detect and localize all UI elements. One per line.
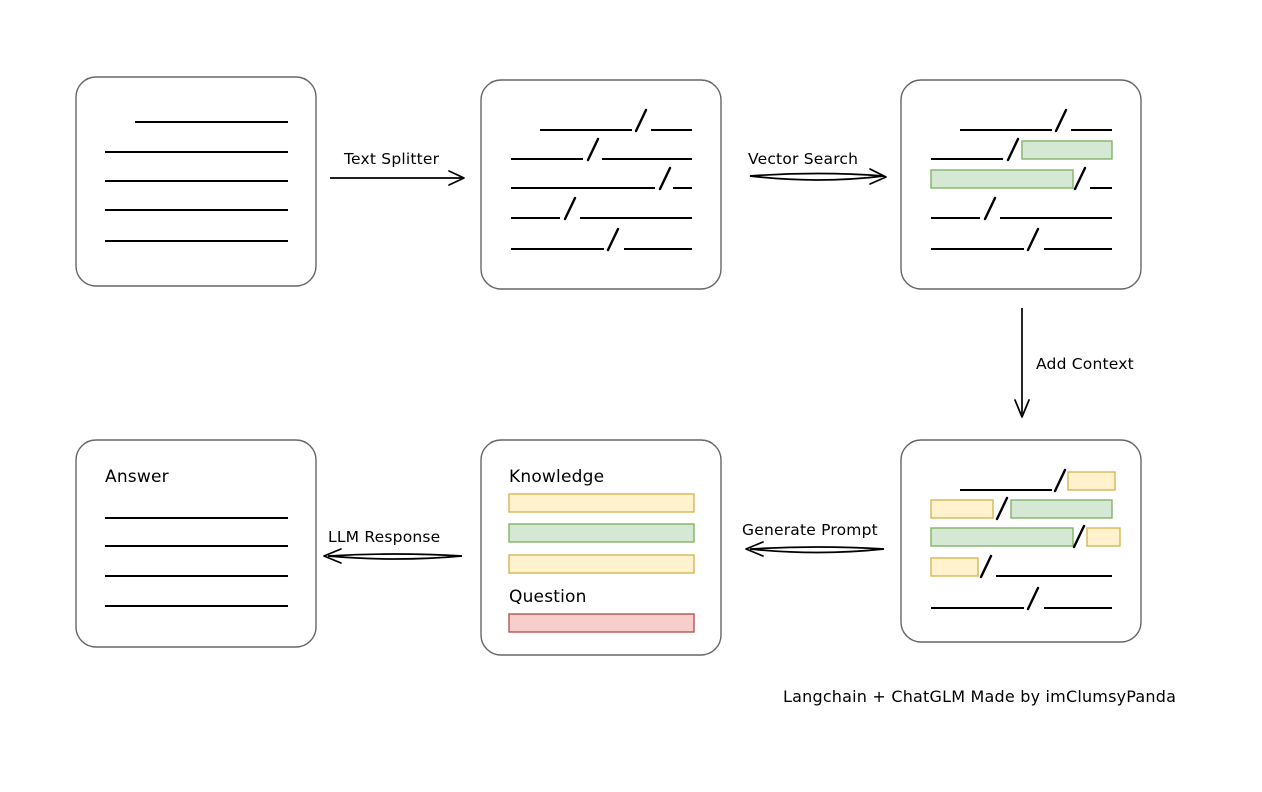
card-title-answer: Answer bbox=[105, 467, 169, 487]
slash-separator-matched-chunks-r1 bbox=[1054, 108, 1068, 133]
arrowhead-icon-generate-prompt bbox=[745, 541, 764, 557]
card-matched-chunks[interactable] bbox=[900, 79, 1142, 290]
slash-separator-split-chunks-r2 bbox=[586, 137, 600, 162]
slash-separator-context-chunks-r3 bbox=[1072, 524, 1086, 549]
arrowhead-icon-vector-search bbox=[869, 168, 887, 185]
edge-label-generate-prompt: Generate Prompt bbox=[742, 521, 878, 539]
prompt-bar-knowledge-bar-3 bbox=[508, 554, 695, 574]
prompt-bar-knowledge-bar-1 bbox=[508, 493, 695, 513]
edge-shaft-generate-prompt bbox=[749, 546, 885, 554]
card-outline-split-chunks bbox=[480, 79, 722, 290]
edge-label-vector-search: Vector Search bbox=[748, 150, 858, 168]
section-label-knowledge: Knowledge bbox=[509, 467, 604, 487]
slash-separator-context-chunks-r1 bbox=[1053, 468, 1067, 493]
footer-credit: Langchain + ChatGLM Made by imClumsyPand… bbox=[783, 687, 1176, 706]
chunk-block-green-context-chunks-r3 bbox=[930, 527, 1074, 547]
chunk-block-yellow-context-chunks-r4 bbox=[930, 557, 979, 577]
chunk-block-yellow-context-chunks-r1 bbox=[1067, 471, 1116, 491]
slash-separator-context-chunks-r5 bbox=[1026, 586, 1040, 611]
edge-vector-search: Vector Search bbox=[748, 150, 887, 185]
chunk-block-green-context-chunks-r2 bbox=[1010, 499, 1113, 519]
edge-shaft-llm-response bbox=[327, 553, 463, 560]
chunk-block-green-matched-chunks-r2 bbox=[1021, 140, 1113, 160]
edge-label-llm-response: LLM Response bbox=[328, 528, 440, 546]
edge-shaft-vector-search bbox=[749, 172, 885, 181]
section-label-question: Question bbox=[509, 587, 587, 607]
slash-separator-split-chunks-r3 bbox=[658, 166, 672, 191]
slash-separator-matched-chunks-r4 bbox=[983, 196, 997, 221]
slash-separator-split-chunks-r4 bbox=[563, 196, 577, 221]
slash-separator-split-chunks-r1 bbox=[634, 108, 648, 133]
card-source-document[interactable] bbox=[75, 76, 317, 287]
card-answer[interactable]: Answer bbox=[75, 439, 317, 648]
prompt-bar-knowledge-bar-2 bbox=[508, 523, 695, 543]
card-outline-answer bbox=[75, 439, 317, 648]
slash-separator-matched-chunks-r5 bbox=[1026, 227, 1040, 252]
chunk-block-yellow-context-chunks-r3 bbox=[1086, 527, 1121, 547]
arrowhead-icon-text-splitter bbox=[448, 170, 465, 186]
slash-separator-matched-chunks-r2 bbox=[1006, 137, 1020, 162]
card-split-chunks[interactable] bbox=[480, 79, 722, 290]
edge-add-context: Add Context bbox=[1014, 308, 1134, 418]
edge-label-text-splitter: Text Splitter bbox=[343, 150, 440, 168]
arrowhead-icon-add-context bbox=[1014, 399, 1030, 418]
edge-label-add-context: Add Context bbox=[1036, 355, 1134, 373]
slash-separator-context-chunks-r2 bbox=[995, 496, 1009, 521]
edge-text-splitter: Text Splitter bbox=[330, 150, 465, 186]
edge-llm-response: LLM Response bbox=[323, 528, 463, 564]
prompt-bar-question-bar-1 bbox=[508, 613, 695, 633]
chunk-block-yellow-context-chunks-r2 bbox=[930, 499, 994, 519]
card-context-chunks[interactable] bbox=[900, 439, 1142, 643]
slash-separator-matched-chunks-r3 bbox=[1073, 166, 1087, 191]
slash-separator-split-chunks-r5 bbox=[606, 227, 620, 252]
arrowhead-icon-llm-response bbox=[323, 548, 342, 564]
chunk-block-green-matched-chunks-r3 bbox=[930, 169, 1074, 189]
edge-generate-prompt: Generate Prompt bbox=[742, 521, 885, 557]
slash-separator-context-chunks-r4 bbox=[979, 554, 993, 579]
